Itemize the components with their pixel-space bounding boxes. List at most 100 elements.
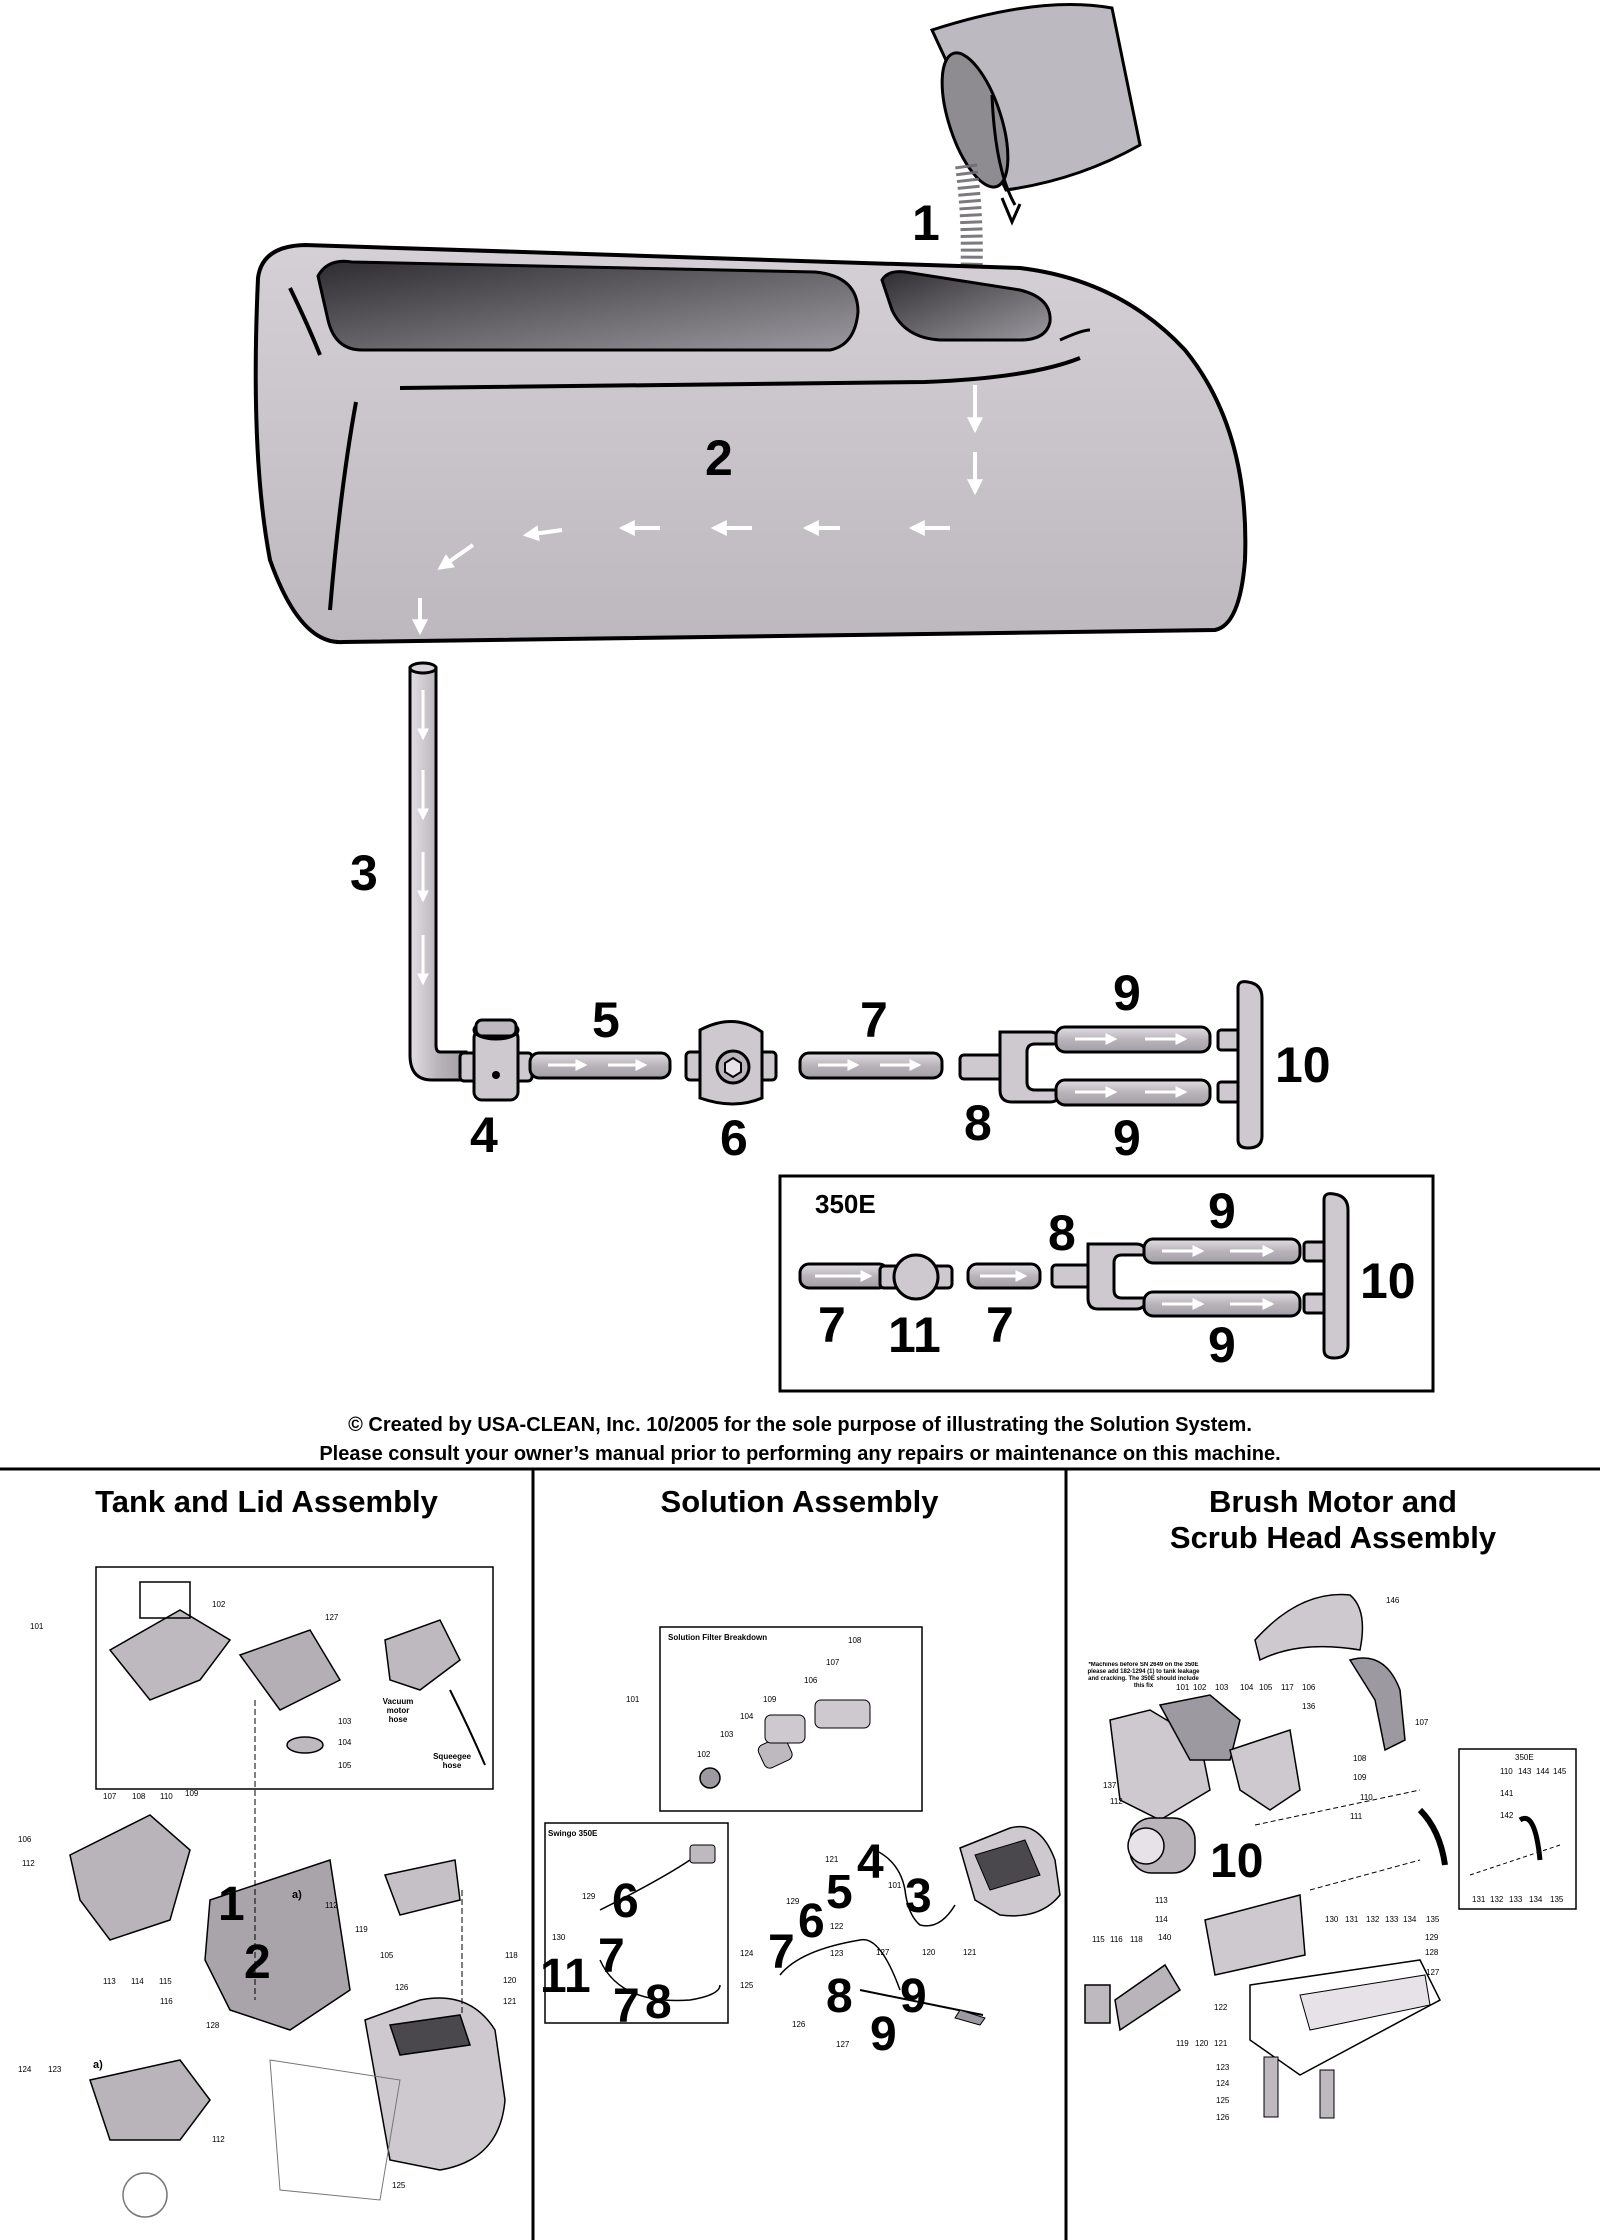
- part-126: 126: [395, 1983, 409, 1992]
- copyright-caption: © Created by USA-CLEAN, Inc. 10/2005 for…: [348, 1414, 1252, 1436]
- tank-lid-title: Tank and Lid Assembly: [95, 1484, 438, 1519]
- part-125: 125: [1216, 2096, 1230, 2105]
- label-7-hose: 7: [860, 992, 888, 1048]
- part-130: 130: [1325, 1915, 1339, 1924]
- part-120: 120: [922, 1948, 936, 1957]
- part-104: 104: [740, 1712, 754, 1721]
- filter-4: [458, 1018, 534, 1102]
- part-112c: 112: [212, 2135, 225, 2144]
- part-113: 113: [1155, 1896, 1168, 1905]
- part-106: 106: [18, 1835, 32, 1844]
- part-135: 135: [1426, 1915, 1440, 1924]
- tank-lid-assembly-drawing: [69, 1566, 506, 2218]
- part-134: 134: [1403, 1915, 1417, 1924]
- vacuum-hose-note: Vacuum motor hose: [382, 1697, 414, 1724]
- part-120: 120: [1195, 2039, 1209, 2048]
- hose-7: [798, 1051, 944, 1080]
- part-122: 122: [1214, 2003, 1228, 2012]
- part-112b: 112: [325, 1901, 338, 1910]
- part-107: 107: [1415, 1718, 1429, 1727]
- label-8-tee: 8: [964, 1095, 992, 1151]
- squeegee-hose-note: Squeegee hose: [433, 1752, 471, 1770]
- part-116: 116: [160, 1997, 173, 2006]
- part-118: 118: [1130, 1935, 1143, 1944]
- part-111: 111: [1350, 1812, 1363, 1821]
- part-114: 114: [1155, 1915, 1168, 1924]
- inset-label-10-spray-bar: 10: [1360, 1253, 1416, 1309]
- part-124: 124: [740, 1949, 754, 1958]
- part-112: 112: [22, 1859, 35, 1868]
- inset-label-7-right: 7: [986, 1297, 1014, 1353]
- solution-label-4: 4: [857, 1836, 884, 1889]
- part-129: 129: [1425, 1933, 1439, 1942]
- tank-panel-part-numbers: 102 101 127 103 104 105 107 108 110 109 …: [18, 1600, 518, 2190]
- label-4-filter: 4: [470, 1107, 498, 1163]
- part-110: 110: [160, 1792, 173, 1801]
- part-107: 107: [826, 1658, 840, 1667]
- solution-label-5: 5: [826, 1866, 853, 1919]
- part-116: 116: [1110, 1935, 1123, 1944]
- side-part-133: 133: [1509, 1895, 1523, 1904]
- part-105: 105: [1259, 1683, 1273, 1692]
- swingo-label-6: 6: [612, 1875, 639, 1928]
- part-129b: 129: [786, 1897, 800, 1906]
- label-9-top: 9: [1113, 965, 1141, 1021]
- swingo-label-8: 8: [645, 1976, 672, 2029]
- solution-assembly-drawing: Solution Filter Breakdown Swingo 350E: [544, 1626, 1061, 2026]
- part-103: 103: [338, 1717, 352, 1726]
- part-115: 115: [1092, 1935, 1105, 1944]
- solution-label-6: 6: [798, 1895, 825, 1948]
- side-part-131: 131: [1472, 1895, 1486, 1904]
- inset-label-11-valve: 11: [888, 1307, 941, 1363]
- solution-label-7: 7: [768, 1926, 795, 1979]
- part-124: 124: [18, 2065, 32, 2074]
- part-109: 109: [185, 1789, 199, 1798]
- inset-label-9-top: 9: [1208, 1183, 1236, 1239]
- side-part-144: 144: [1536, 1767, 1550, 1776]
- part-131: 131: [1345, 1915, 1359, 1924]
- side-part-135: 135: [1550, 1895, 1564, 1904]
- part-113: 113: [103, 1977, 116, 1986]
- part-103: 103: [720, 1730, 734, 1739]
- part-107: 107: [103, 1792, 117, 1801]
- inset-label-8-tee: 8: [1048, 1205, 1076, 1261]
- part-133: 133: [1385, 1915, 1399, 1924]
- part-127b: 127: [836, 2040, 850, 2049]
- part-125: 125: [740, 1981, 754, 1990]
- side-part-142: 142: [1500, 1811, 1514, 1820]
- part-117: 117: [1281, 1683, 1294, 1692]
- brush-motor-drawing: 350E: [1084, 1593, 1577, 2119]
- part-108: 108: [132, 1792, 146, 1801]
- brush-title-line2: Scrub Head Assembly: [1169, 1520, 1497, 1555]
- part-137: 137: [1103, 1781, 1117, 1790]
- part-105: 105: [338, 1761, 352, 1770]
- part-121: 121: [503, 1997, 517, 2006]
- side-part-143: 143: [1518, 1767, 1532, 1776]
- part-120: 120: [503, 1976, 517, 1985]
- brush-note-text: *Machines before SN 2649 on the 350E ple…: [1087, 1662, 1200, 1689]
- brush-note: *Machines before SN 2649 on the 350E ple…: [1087, 1662, 1200, 1689]
- label-6-pump: 6: [720, 1110, 748, 1166]
- part-127: 127: [876, 1948, 890, 1957]
- part-109: 109: [1353, 1773, 1367, 1782]
- brush-panel-label-10: 10: [1210, 1835, 1263, 1888]
- brush-side-box-title: 350E: [1515, 1753, 1534, 1762]
- part-129: 129: [582, 1892, 596, 1901]
- part-123: 123: [1216, 2063, 1230, 2072]
- hose-5: [528, 1051, 672, 1080]
- side-part-141: 141: [1500, 1789, 1514, 1798]
- part-118: 118: [505, 1951, 518, 1960]
- part-126: 126: [792, 2020, 806, 2029]
- part-121: 121: [825, 1855, 839, 1864]
- tank-panel-sublabel-a-2: a): [93, 2059, 103, 2071]
- tee-8: [958, 1030, 1062, 1104]
- part-104: 104: [338, 1738, 352, 1747]
- solution-filter-box-title: Solution Filter Breakdown: [668, 1633, 767, 1642]
- part-128: 128: [206, 2021, 220, 2030]
- part-122: 122: [830, 1922, 844, 1931]
- part-124: 124: [1216, 2079, 1230, 2088]
- brush-part-numbers: 146 101 102 103 104 105 117 106 136 107 …: [1092, 1596, 1567, 2122]
- bucket: [929, 2, 1142, 353]
- part-127: 127: [1426, 1968, 1440, 1977]
- part-106: 106: [804, 1676, 818, 1685]
